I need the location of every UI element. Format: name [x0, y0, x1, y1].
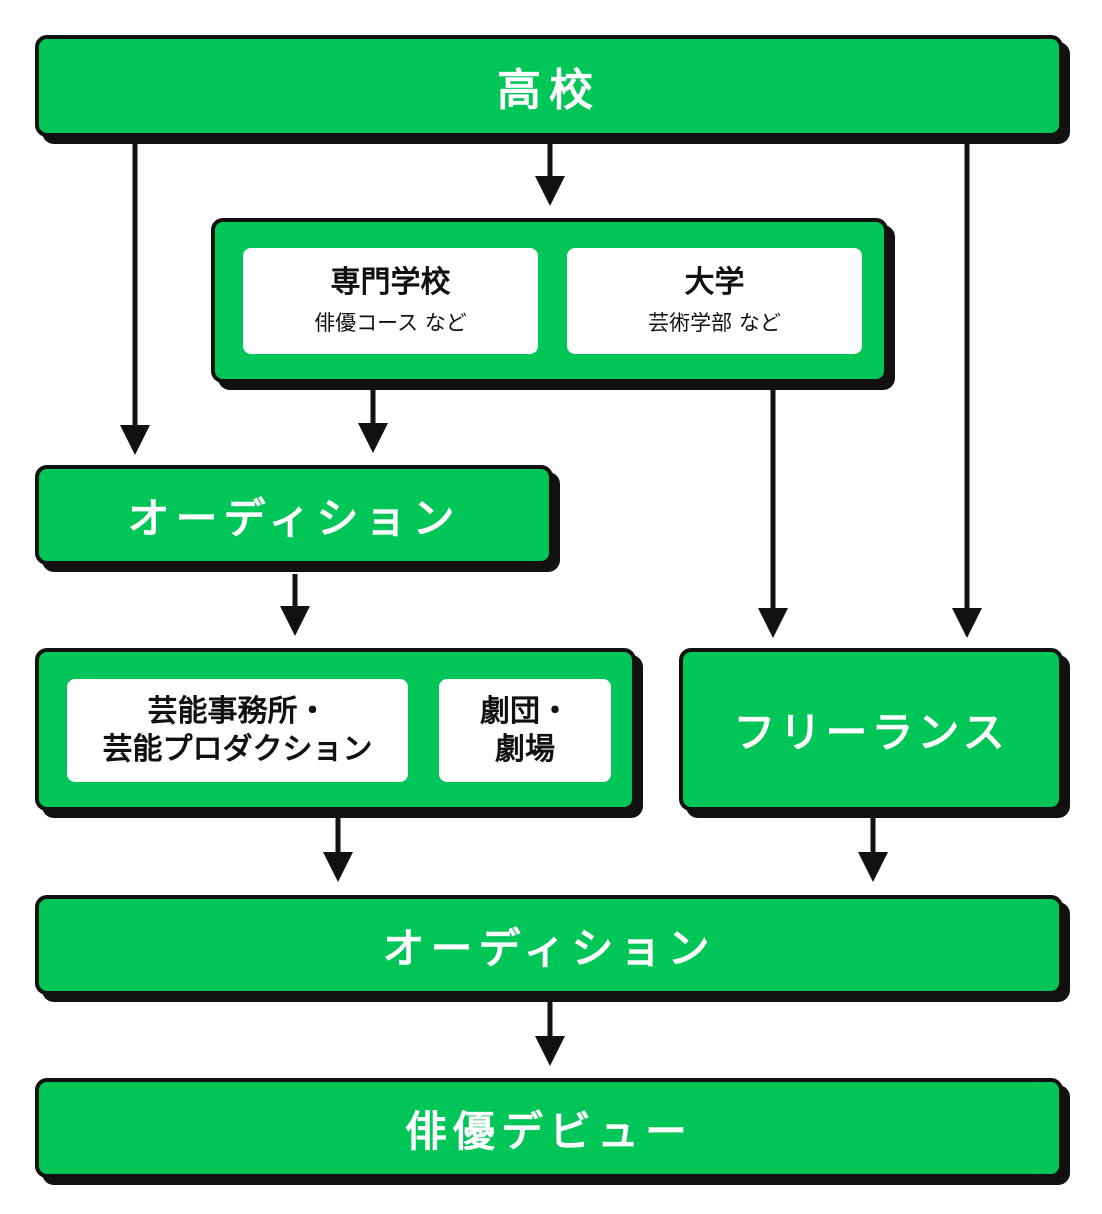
high-school-box: 高校: [35, 35, 1063, 137]
vocational-school-sub: 俳優コース など: [314, 311, 467, 335]
audition-box-1: オーディション: [35, 465, 553, 565]
vocational-school-card: 専門学校 俳優コース など: [243, 248, 538, 354]
theater-line1: 劇団・: [480, 693, 570, 729]
theater-card: 劇団・ 劇場: [439, 679, 611, 782]
agency-line1: 芸能事務所・: [147, 693, 328, 729]
vocational-school-title: 専門学校: [330, 265, 451, 300]
freelance-box: フリーランス: [679, 648, 1063, 811]
audition-box-2: オーディション: [35, 895, 1063, 995]
university-title: 大学: [684, 265, 745, 300]
agency-card: 芸能事務所・ 芸能プロダクション: [67, 679, 408, 782]
agency-line2: 芸能プロダクション: [102, 731, 373, 767]
schools-box: 専門学校 俳優コース など 大学 芸術学部 など: [211, 218, 888, 383]
debut-label: 俳優デビュー: [404, 1106, 693, 1156]
freelance-label: フリーランス: [733, 708, 1009, 757]
agency-theater-box: 芸能事務所・ 芸能プロダクション 劇団・ 劇場: [35, 648, 636, 811]
theater-line2: 劇場: [495, 731, 555, 767]
university-card: 大学 芸術学部 など: [567, 248, 862, 354]
university-sub: 芸術学部 など: [648, 311, 781, 335]
audition-label-2: オーディション: [382, 923, 716, 973]
audition-label-1: オーディション: [127, 493, 461, 543]
debut-box: 俳優デビュー: [35, 1078, 1063, 1178]
high-school-label: 高校: [497, 65, 601, 116]
